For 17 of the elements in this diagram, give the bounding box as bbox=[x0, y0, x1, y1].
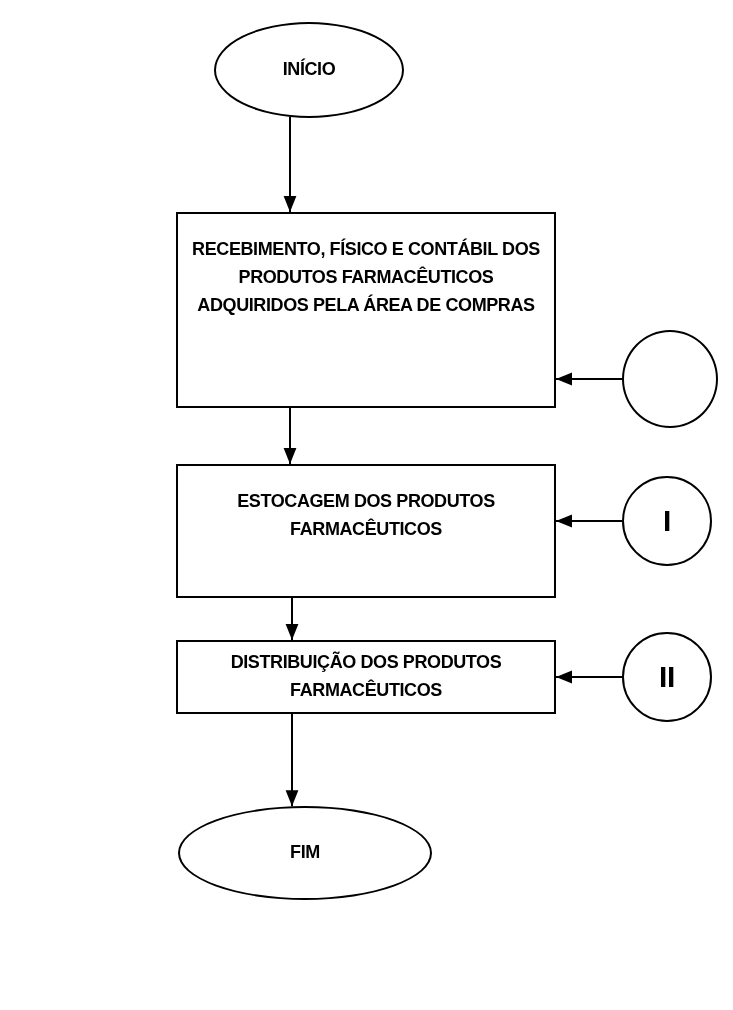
connector-label: II bbox=[659, 658, 675, 695]
arrow bbox=[285, 597, 299, 641]
arrow bbox=[555, 372, 623, 386]
arrow bbox=[285, 713, 299, 808]
process-box bbox=[176, 464, 556, 598]
process-box bbox=[176, 640, 556, 714]
node-label: RECEBIMENTO, FÍSICO E CONTÁBIL DOS PRODUTOS FARMACÊUTICOS ADQUIRIDOS PELA ÁREA DE COMPRAS bbox=[191, 237, 541, 317]
process-box bbox=[176, 212, 556, 408]
node-label: FIM bbox=[290, 841, 320, 865]
arrow bbox=[283, 407, 297, 465]
connector-label: I bbox=[663, 502, 671, 539]
node-label: ESTOCAGEM DOS PRODUTOS FARMACÊUTICOS bbox=[236, 490, 496, 541]
arrow bbox=[555, 670, 623, 684]
node-label: INÍCIO bbox=[282, 57, 336, 82]
node-label: DISTRIBUIÇÃO DOS PRODUTOS FARMACÊUTICOS bbox=[229, 650, 503, 702]
arrow bbox=[283, 116, 297, 213]
arrow bbox=[555, 514, 623, 528]
